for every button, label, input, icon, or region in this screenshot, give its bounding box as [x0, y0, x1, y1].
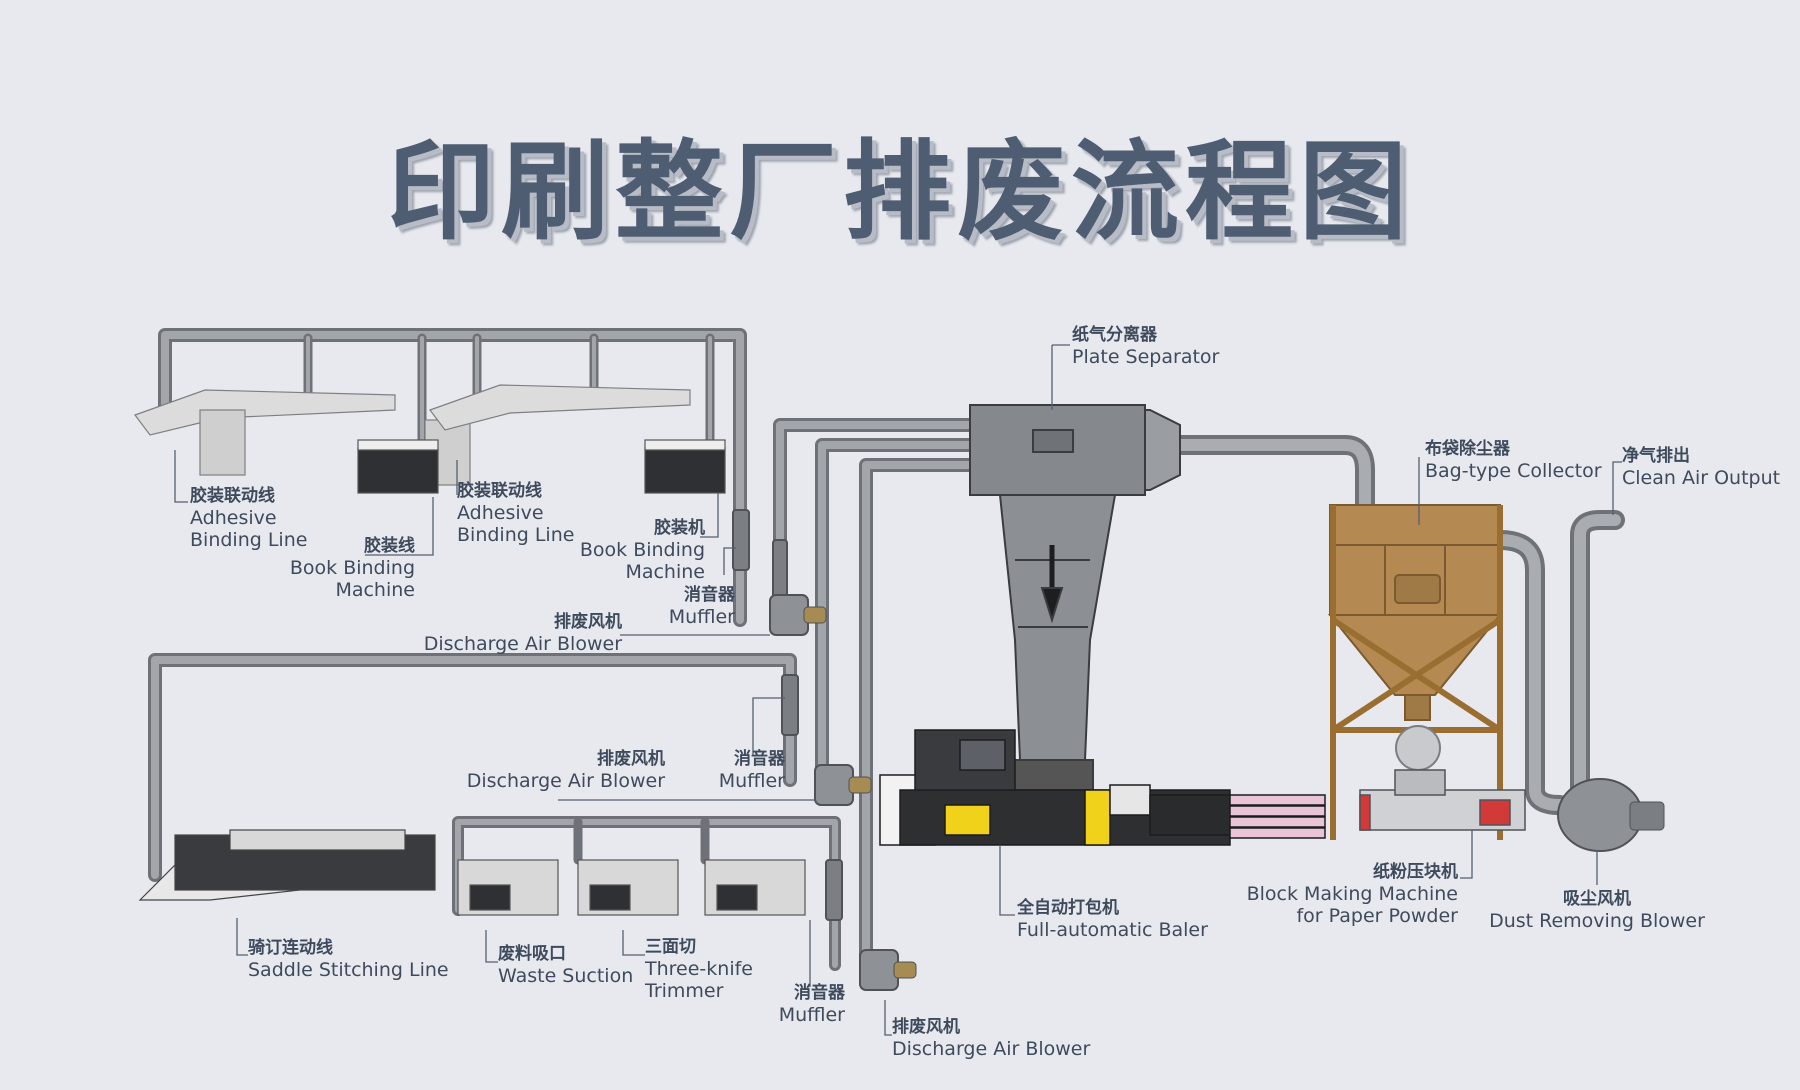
- label-en: Muffler: [668, 606, 735, 628]
- plate-separator-icon: [969, 404, 1181, 791]
- label-blower-1: 排废风机 Discharge Air Blower: [400, 611, 622, 655]
- trimmer-icon: [457, 859, 806, 916]
- label-zh: 消音器: [794, 983, 845, 1003]
- label-waste-suction: 废料吸口 Waste Suction: [498, 943, 633, 987]
- label-zh: 胶装线: [364, 536, 415, 556]
- label-zh: 消音器: [684, 585, 735, 605]
- label-blower-2: 排废风机 Discharge Air Blower: [455, 748, 665, 792]
- label-en: Three-knife: [645, 958, 753, 980]
- label-en: Clean Air Output: [1622, 467, 1781, 489]
- duct-network-top: [158, 328, 1625, 972]
- label-en: Dust Removing Blower: [1489, 910, 1705, 932]
- diagram-title: 印刷整厂排废流程图: [386, 130, 1413, 255]
- label-zh: 胶装联动线: [457, 481, 542, 501]
- label-en: Adhesive: [190, 507, 277, 529]
- label-zh: 纸粉压块机: [1373, 862, 1458, 882]
- label-zh: 胶装联动线: [190, 486, 275, 506]
- blower-icon: [769, 594, 1665, 991]
- label-zh: 吸尘风机: [1563, 889, 1631, 909]
- label-en: Waste Suction: [498, 965, 634, 987]
- label-book-binding-2: 胶装机 Book Binding Machine: [570, 517, 705, 583]
- label-zh: 骑订连动线: [248, 938, 333, 958]
- bag-collector-icon: [1327, 504, 1503, 840]
- label-muffler-1: 消音器 Muffler: [640, 584, 735, 628]
- label-bag-collector: 布袋除尘器 Bag-type Collector: [1425, 438, 1602, 482]
- label-en: Block Making Machine: [1246, 883, 1458, 905]
- duct-network-bottom: [148, 653, 841, 971]
- label-blower-3: 排废风机 Discharge Air Blower: [892, 1016, 1090, 1060]
- label-en: for Paper Powder: [1296, 905, 1458, 927]
- label-adhesive-line-1: 胶装联动线 Adhesive Binding Line: [190, 485, 307, 551]
- label-trimmer: 三面切 Three-knife Trimmer: [645, 936, 753, 1002]
- label-en: Book Binding: [579, 539, 705, 561]
- label-en: Discharge Air Blower: [423, 633, 622, 655]
- label-zh: 全自动打包机: [1017, 898, 1119, 918]
- label-en: Discharge Air Blower: [466, 770, 665, 792]
- label-en: Book Binding: [289, 557, 415, 579]
- label-en: Trimmer: [645, 980, 724, 1002]
- label-zh: 排废风机: [554, 612, 622, 632]
- label-adhesive-line-2: 胶装联动线 Adhesive Binding Line: [457, 480, 574, 546]
- label-en: Discharge Air Blower: [892, 1038, 1091, 1060]
- label-saddle: 骑订连动线 Saddle Stitching Line: [248, 937, 449, 981]
- label-en: Binding Line: [190, 529, 308, 551]
- baler-icon: [879, 729, 1326, 846]
- label-zh: 消音器: [734, 749, 785, 769]
- label-book-binding-1: 胶装线 Book Binding Machine: [285, 535, 415, 601]
- label-en: Full-automatic Baler: [1017, 919, 1208, 941]
- leader-lines: [174, 344, 1622, 1036]
- label-block-machine: 纸粉压块机 Block Making Machine for Paper Pow…: [1225, 861, 1458, 927]
- label-dust-blower: 吸尘风机 Dust Removing Blower: [1488, 888, 1706, 932]
- label-zh: 废料吸口: [498, 944, 566, 964]
- label-zh: 纸气分离器: [1072, 325, 1157, 345]
- label-en: Plate Separator: [1072, 346, 1220, 368]
- label-en: Bag-type Collector: [1425, 460, 1602, 482]
- label-en: Saddle Stitching Line: [248, 959, 449, 981]
- label-en: Binding Line: [457, 524, 575, 546]
- label-muffler-2: 消音器 Muffler: [695, 748, 785, 792]
- saddle-stitching-line-icon: [138, 829, 436, 901]
- label-zh: 三面切: [645, 937, 696, 957]
- label-plate-separator: 纸气分离器 Plate Separator: [1072, 324, 1219, 368]
- label-zh: 排废风机: [597, 749, 665, 769]
- label-zh: 净气排出: [1622, 446, 1690, 466]
- label-en: Machine: [625, 561, 705, 583]
- label-en: Adhesive: [457, 502, 544, 524]
- label-muffler-3: 消音器 Muffler: [755, 982, 845, 1026]
- label-en: Muffler: [778, 1004, 845, 1026]
- label-clean-air: 净气排出 Clean Air Output: [1622, 445, 1780, 489]
- book-binding-machine-icon: [357, 439, 726, 494]
- label-zh: 排废风机: [892, 1017, 960, 1037]
- label-en: Muffler: [718, 770, 785, 792]
- label-en: Machine: [335, 579, 415, 601]
- label-baler: 全自动打包机 Full-automatic Baler: [1017, 897, 1208, 941]
- label-zh: 布袋除尘器: [1425, 439, 1510, 459]
- label-zh: 胶装机: [654, 518, 705, 538]
- block-machine-icon: [1359, 769, 1526, 831]
- adhesive-binding-line-icon: [134, 384, 691, 486]
